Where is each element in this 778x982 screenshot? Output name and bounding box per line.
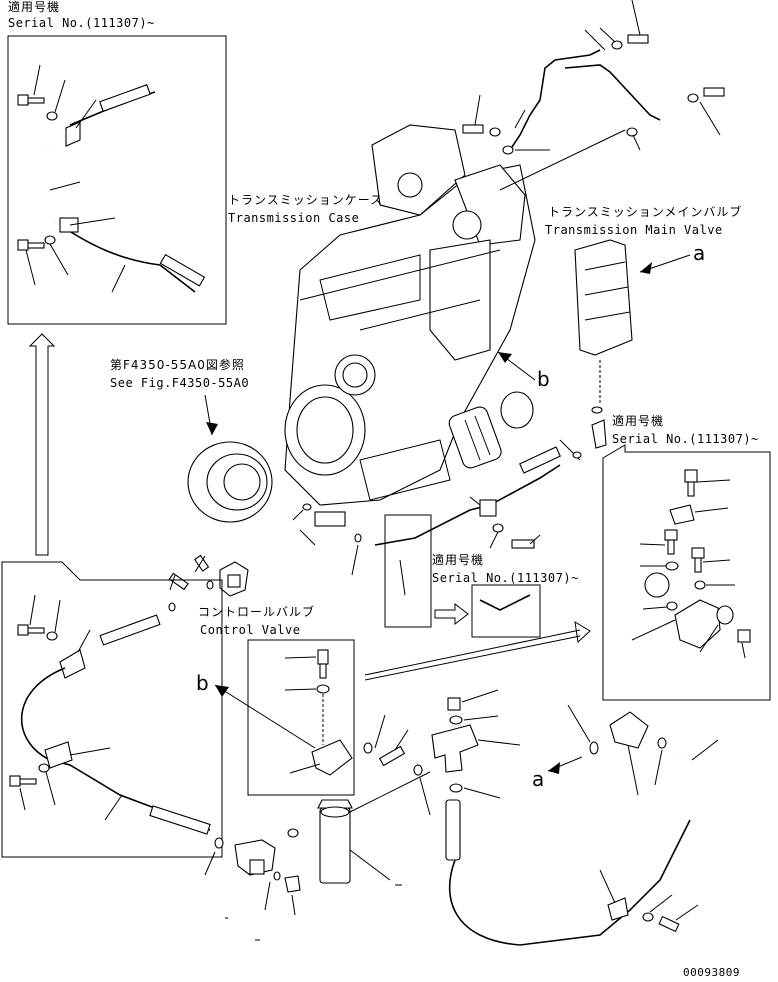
top-left-inset <box>7 35 227 325</box>
transmission-case-drawing <box>284 124 536 506</box>
filter-inset <box>214 639 355 796</box>
transmission-main-valve-jp-label: トランスミッションメインバルブ <box>548 205 743 219</box>
ref-b-main-label: b <box>537 367 551 391</box>
lower-right-pipe <box>547 704 719 933</box>
control-valve-drawing <box>168 554 249 612</box>
left-lower-inset <box>1 561 223 858</box>
right-inset <box>602 444 771 701</box>
center-inset-applicable-label: 適用号機 <box>432 553 485 567</box>
right-inset-applicable-label: 適用号機 <box>612 414 665 428</box>
center-inset-serial-label: Serial No.(111307)~ <box>432 571 579 585</box>
drawing-number: 00093809 <box>683 966 740 979</box>
control-valve-jp-label: コントロールバルブ <box>198 605 316 619</box>
ref-a-lower-label: a <box>532 767 545 791</box>
upper-oil-pipe <box>462 0 725 191</box>
top-left-serial-label: Serial No.(111307)~ <box>8 16 155 30</box>
control-valve-label: Control Valve <box>200 623 301 637</box>
oil-filter-drawing <box>287 714 431 884</box>
strainer-drawing <box>448 391 582 471</box>
ref-a-main-label: a <box>693 241 706 265</box>
transmission-main-valve-label: Transmission Main Valve <box>545 223 723 237</box>
transmission-main-valve-drawing <box>497 239 691 449</box>
see-fig-jp-label: 第F4350-55A0図参照 <box>110 358 245 372</box>
transmission-case-label: Transmission Case <box>228 211 360 225</box>
lower-fittings <box>204 837 402 941</box>
center-oil-pipe <box>292 446 561 628</box>
right-inset-serial-label: Serial No.(111307)~ <box>612 432 759 446</box>
tee-fitting-drawing <box>431 689 631 946</box>
arrow-to-right-inset-icon <box>364 621 591 681</box>
ref-b-filter-label: b <box>196 671 210 695</box>
top-left-applicable-label: 適用号機 <box>8 0 61 14</box>
center-inset <box>434 584 541 638</box>
transmission-case-jp-label: トランスミッションケース <box>228 193 384 207</box>
up-arrow-icon <box>28 333 56 556</box>
see-fig-label: See Fig.F4350-55A0 <box>110 376 250 390</box>
clutch-drum-drawing <box>187 394 273 523</box>
